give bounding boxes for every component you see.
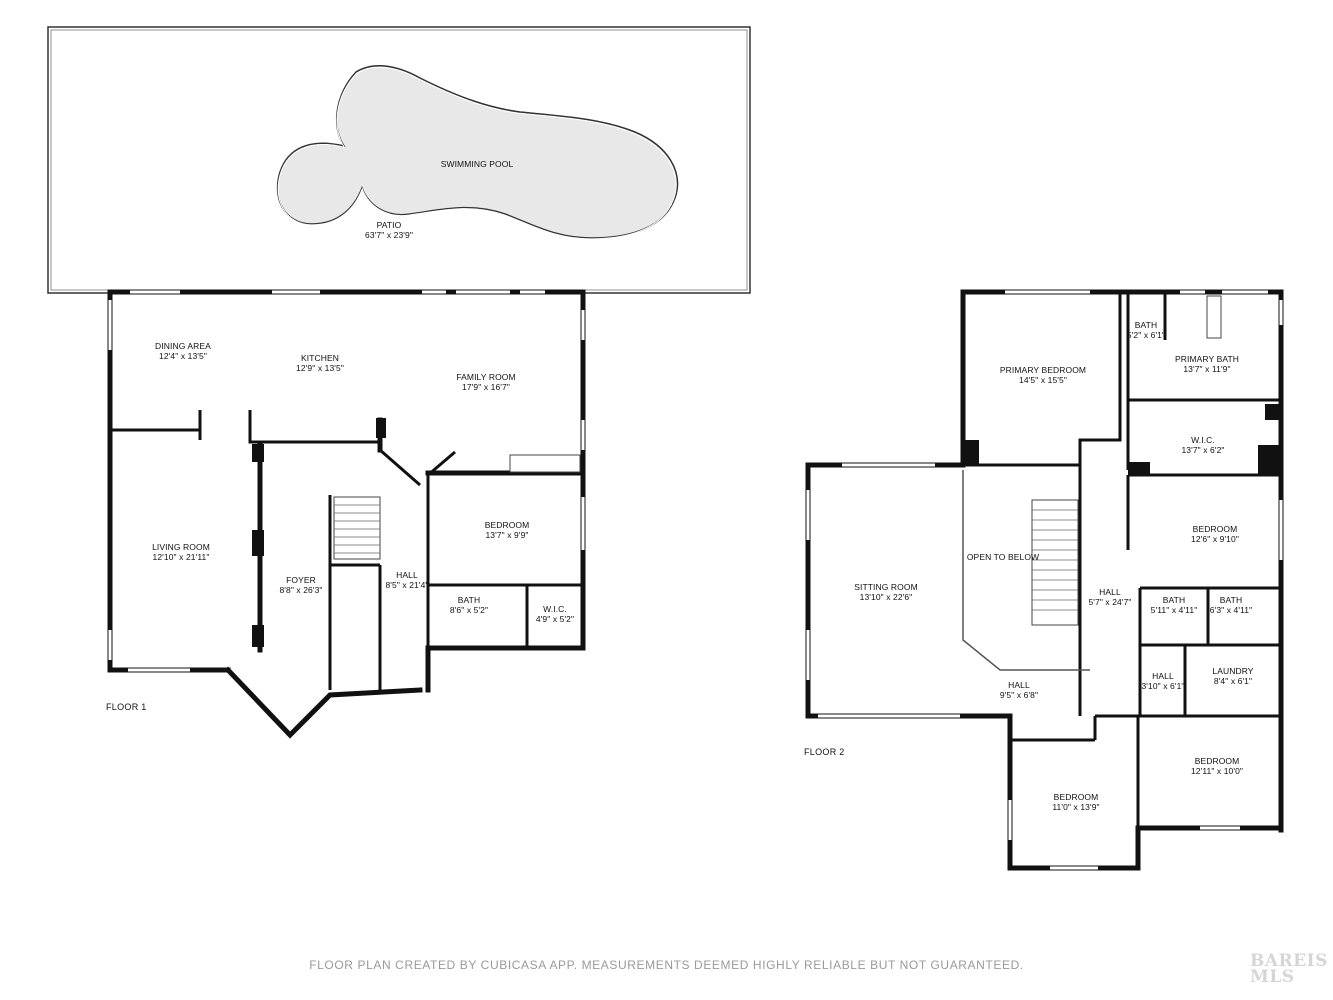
room-wic-2: W.I.C.13'7" x 6'2" bbox=[1181, 435, 1225, 455]
room-wic: W.I.C.4'9" x 5'2" bbox=[535, 604, 575, 624]
floor1-walls bbox=[107, 289, 586, 739]
floor2-label: FLOOR 2 bbox=[804, 747, 845, 757]
disclaimer-footer: FLOOR PLAN CREATED BY CUBICASA APP. MEAS… bbox=[309, 958, 1024, 972]
floor2-walls bbox=[805, 289, 1284, 871]
swimming-pool-shape bbox=[276, 65, 679, 240]
mls-watermark-logo: BAREIS MLS bbox=[1250, 951, 1328, 987]
room-open-to-below: OPEN TO BELOW bbox=[966, 552, 1040, 562]
pool-label: SWIMMING POOL bbox=[440, 159, 514, 169]
floor1-label: FLOOR 1 bbox=[106, 702, 147, 712]
